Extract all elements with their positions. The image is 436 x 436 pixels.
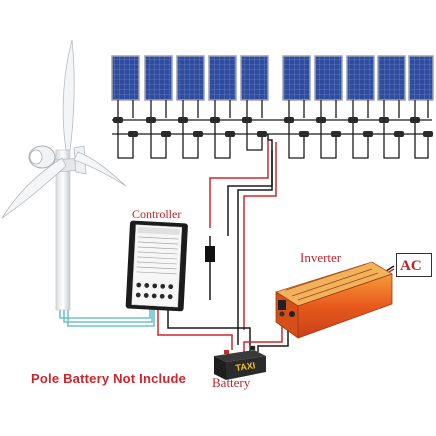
- solar-panel-array: [111, 55, 434, 101]
- battery-label: Battery: [212, 375, 251, 390]
- solar-to-controller-wires: [209, 134, 277, 345]
- solar-panel: [314, 55, 343, 101]
- controller-label: Controller: [132, 207, 182, 221]
- inverter-label: Inverter: [300, 250, 342, 265]
- solar-panel: [408, 55, 434, 101]
- battery: TAXI: [214, 345, 266, 380]
- charge-controller: [125, 220, 188, 312]
- controller-to-battery-wires: [157, 310, 251, 352]
- mc4-connectors: [113, 117, 433, 137]
- wind-turbine: [1, 39, 127, 311]
- power-inverter: [275, 261, 393, 339]
- pole-battery-note: Pole Battery Not Include: [31, 371, 187, 386]
- inline-fuse: [205, 236, 215, 300]
- solar-panel: [208, 55, 237, 101]
- solar-panel: [176, 55, 205, 101]
- ac-output-box: [396, 253, 432, 277]
- solar-panel: [240, 55, 269, 101]
- solar-panel: [144, 55, 173, 101]
- solar-panel: [377, 55, 406, 101]
- solar-panel: [111, 55, 140, 101]
- solar-panel: [346, 55, 375, 101]
- battery-brand-text: TAXI: [235, 360, 256, 373]
- ac-label: AC: [400, 258, 422, 274]
- solar-panel: [282, 55, 311, 101]
